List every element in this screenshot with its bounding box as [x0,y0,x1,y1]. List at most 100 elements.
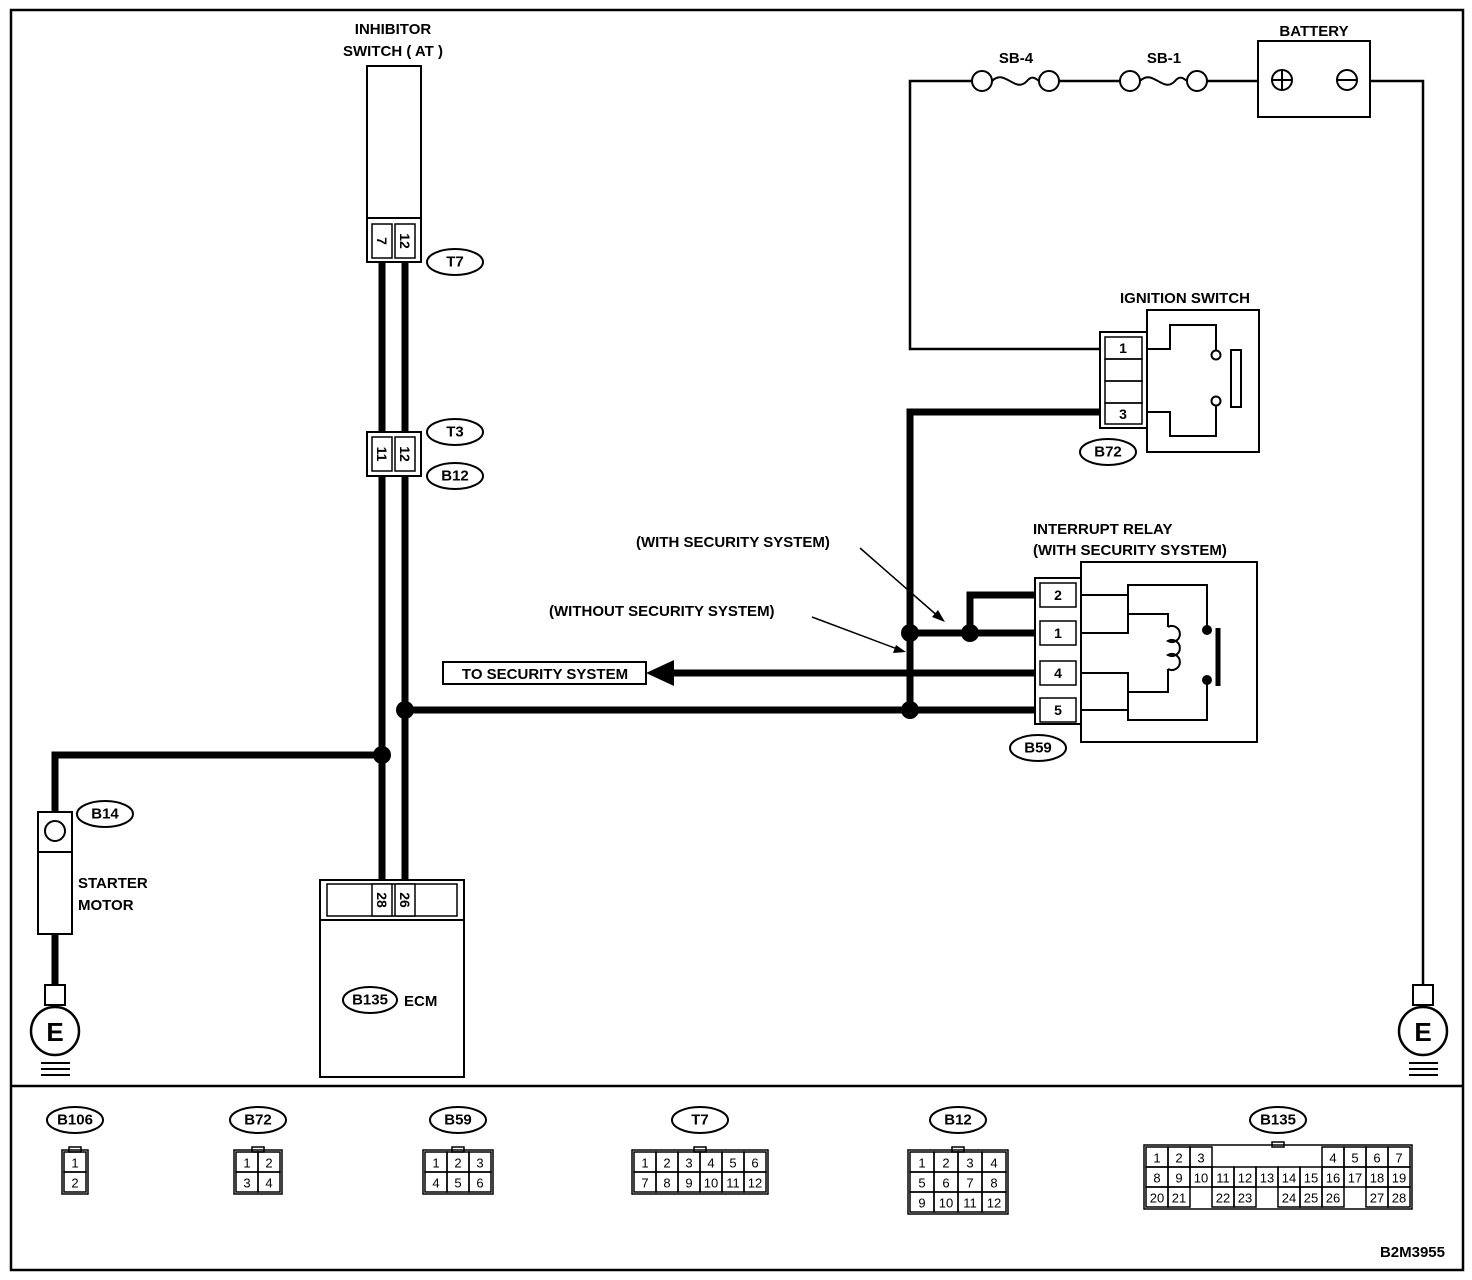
relay-coil-icon [1165,625,1181,671]
legend-pin: 1 [918,1156,925,1171]
junction-dots [373,624,979,764]
svg-text:B72: B72 [1094,444,1122,461]
legend-pin: 6 [476,1176,483,1191]
svg-text:28: 28 [374,892,390,908]
t7-tag: T7 [426,248,484,276]
legend-pin: 3 [476,1156,483,1171]
t3-tag: T3 [426,418,484,446]
legend-pin: 1 [432,1156,439,1171]
inhibitor-switch-label-line2: SWITCH ( AT ) [343,43,443,60]
inhibitor-switch: INHIBITOR SWITCH ( AT ) 7 12 [343,21,443,263]
svg-text:BATTERY: BATTERY [1279,23,1348,40]
legend-pin: 3 [243,1176,250,1191]
starter-motor: STARTER MOTOR [37,811,148,935]
legend-pin: 11 [726,1176,740,1191]
legend-pin: 10 [1194,1171,1208,1186]
legend-pin: 7 [641,1176,648,1191]
legend-pin: 12 [987,1196,1001,1211]
legend-connector-id: B12 [944,1112,972,1129]
legend-pin: 8 [990,1176,997,1191]
legend-pin: 26 [1326,1191,1340,1206]
ground-left: E [29,984,81,1076]
legend-pin: 1 [243,1156,250,1171]
svg-text:26: 26 [397,892,413,908]
legend-pin: 10 [939,1196,953,1211]
with-security-note: (WITH SECURITY SYSTEM) [636,534,830,551]
legend-pin: 2 [71,1176,78,1191]
legend-pin: 21 [1172,1191,1186,1206]
svg-text:TO SECURITY SYSTEM: TO SECURITY SYSTEM [462,666,628,683]
svg-text:B135: B135 [352,992,388,1009]
fuse-sb4: SB-4 [971,50,1060,92]
legend-pin: 22 [1216,1191,1230,1206]
svg-text:3: 3 [1119,406,1127,422]
legend-pin: 1 [641,1156,648,1171]
ecm: 28 26 B135 ECM [319,879,465,1078]
legend-pin: 3 [685,1156,692,1171]
legend-pin: 4 [990,1156,997,1171]
legend-pin: 11 [1216,1171,1230,1186]
legend-pin: 6 [1373,1151,1380,1166]
interrupt-relay-label-line1: INTERRUPT RELAY [1033,521,1172,538]
svg-text:SB-4: SB-4 [999,50,1034,67]
svg-text:5: 5 [1054,702,1062,718]
inhibitor-switch-label-line1: INHIBITOR [355,21,432,38]
b72-tag: B72 [1079,438,1137,466]
legend-pin: 2 [942,1156,949,1171]
svg-text:E: E [1414,1017,1431,1047]
legend-pin: 4 [432,1176,439,1191]
arrow-left-icon [646,660,674,686]
legend-pin: 6 [942,1176,949,1191]
legend-pin: 20 [1150,1191,1164,1206]
fuse-sb1: SB-1 [1119,50,1208,92]
legend-connector-id: B59 [444,1112,472,1129]
legend-pin: 5 [1351,1151,1358,1166]
legend-pin: 1 [1153,1151,1160,1166]
svg-text:B59: B59 [1024,740,1052,757]
legend-pin: 7 [966,1176,973,1191]
to-security-system: TO SECURITY SYSTEM [442,660,674,686]
b14-tag: B14 [76,800,134,828]
battery: BATTERY [1257,23,1371,118]
t7-pin-1: 7 [374,237,390,245]
battery-circuit-wires [908,79,1425,985]
ground-right: E [1397,984,1449,1076]
legend-pin: 18 [1370,1171,1384,1186]
svg-text:IGNITION SWITCH: IGNITION SWITCH [1120,290,1250,307]
svg-text:1: 1 [1119,340,1127,356]
svg-text:E: E [46,1017,63,1047]
legend-pin: 28 [1392,1191,1406,1206]
legend-pin: 27 [1370,1191,1384,1206]
legend-pin: 24 [1282,1191,1296,1206]
legend-pin: 2 [1175,1151,1182,1166]
legend-pin: 19 [1392,1171,1406,1186]
interrupt-relay-label-line2: (WITH SECURITY SYSTEM) [1033,542,1227,559]
t3-b12-connector: 11 12 [366,431,422,477]
ground-icon [1397,1005,1449,1057]
legend-pin: 12 [1238,1171,1252,1186]
svg-text:ECM: ECM [404,993,437,1010]
svg-text:4: 4 [1054,665,1062,681]
legend-pin: 12 [748,1176,762,1191]
starter-motor-label-line2: MOTOR [78,897,134,914]
legend-pin: 23 [1238,1191,1252,1206]
b12-pin-1: 11 [374,447,390,462]
legend-pin: 15 [1304,1171,1318,1186]
b12-pin-2: 12 [397,446,413,462]
harness-wires [51,262,1103,985]
svg-text:B14: B14 [91,806,119,823]
svg-text:T3: T3 [446,424,464,441]
legend-pin: 3 [966,1156,973,1171]
legend-pin: 25 [1304,1191,1318,1206]
legend-pin: 5 [918,1176,925,1191]
ground-icon [29,1005,81,1057]
starter-motor-label-line1: STARTER [78,875,148,892]
svg-text:B12: B12 [441,468,469,485]
b12-tag: B12 [426,462,484,490]
